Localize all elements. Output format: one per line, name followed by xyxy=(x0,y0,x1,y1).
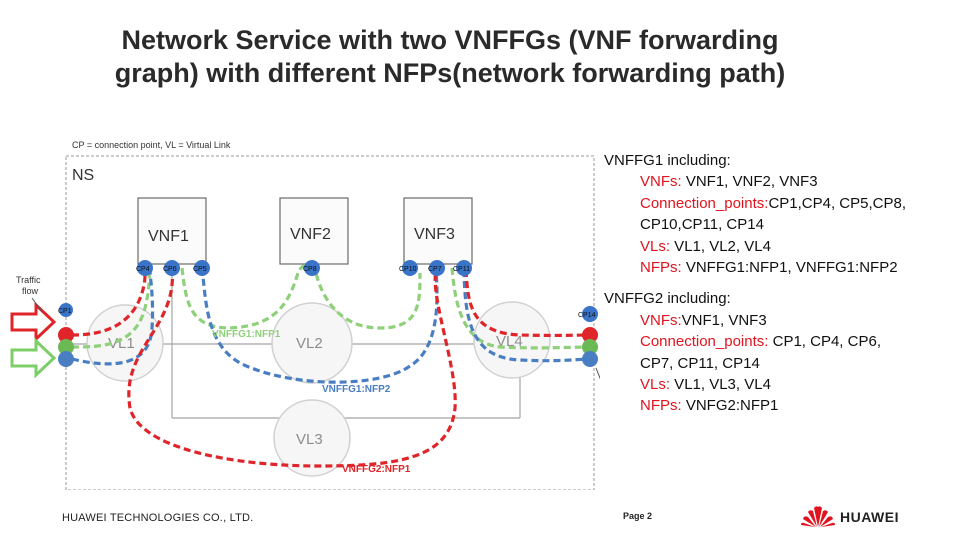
traffic-flow-pointer xyxy=(31,297,43,313)
cp7-dot xyxy=(429,260,445,276)
vl2-label: VL2 xyxy=(296,335,323,352)
vnffg2-vnfs-key: VNFs: xyxy=(640,311,682,329)
vl1-circle xyxy=(86,304,164,382)
vnffg1-vnfs-val: VNF1, VNF2, VNF3 xyxy=(681,173,818,191)
cp1-dot xyxy=(59,303,73,317)
vnffg2-cps-key: Connection_points: xyxy=(640,333,769,351)
vnffg1-cps-cont: CP10,CP11, CP14 xyxy=(640,216,764,234)
traffic-arrow-red xyxy=(10,301,57,343)
cp6-label: CP6 xyxy=(163,266,177,273)
cp10-label: CP10 xyxy=(399,266,417,273)
vnffg2-nfp1-path xyxy=(71,267,591,468)
cp11-dot xyxy=(456,260,472,276)
ns-label: NS xyxy=(72,167,94,184)
huawei-logo-icon xyxy=(801,506,835,527)
connection-points: CP4 CP6 CP5 CP8 CP10 CP7 CP11 CP1 CP14 xyxy=(58,260,598,322)
cp7-label: CP7 xyxy=(428,266,442,273)
vnffg-description-panel: VNFFG1 including: VNFs: VNF1, VNF2, VNF3… xyxy=(600,150,960,417)
vnffg1-vls-val: VL1, VL2, VL4 xyxy=(670,237,771,255)
vnffg2-nfps-val: VNFG2:NFP1 xyxy=(681,397,779,415)
vnffg2-cps: Connection_points: CP1, CP4, CP6, xyxy=(600,331,960,352)
ns-diagram: CP = connection point, VL = Virtual Link… xyxy=(10,140,600,491)
vnffg2-vls-val: VL1, VL3, VL4 xyxy=(670,376,771,394)
title-line-2: graph) with different NFPs(network forwa… xyxy=(114,58,786,88)
vnffg1-cps: Connection_points:CP1,CP4, CP5,CP8, xyxy=(600,193,960,214)
cp8-dot xyxy=(304,260,320,276)
vl1-label: VL1 xyxy=(108,335,135,352)
company-name: HUAWEI TECHNOLOGIES CO., LTD. xyxy=(62,512,254,524)
vnffg2-cps-cont: CP7, CP11, CP14 xyxy=(640,354,760,372)
traffic-flow-line-1: Traffic xyxy=(16,275,41,285)
traffic-flow-line-2: flow xyxy=(22,286,39,296)
vl3-label: VL3 xyxy=(296,431,323,448)
legend-text: CP = connection point, VL = Virtual Link xyxy=(72,140,231,150)
cp4-label: CP4 xyxy=(136,266,150,273)
nfp-label-vnffg2-nfp1: VNFFG2:NFP1 xyxy=(342,464,411,475)
vnf3-label: VNF3 xyxy=(414,226,455,243)
vnffg1-vls: VLs: VL1, VL2, VL4 xyxy=(600,236,960,257)
vnffg2-nfps-key: NFPs: xyxy=(640,397,682,415)
graph-endpoint-pointer xyxy=(595,367,600,380)
vnffg1-heading: VNFFG1 including: xyxy=(604,152,731,169)
cp14-dot xyxy=(582,306,598,322)
vnffg1-cps-key: Connection_points: xyxy=(640,194,769,212)
vnffg2-nfps: NFPs: VNFG2:NFP1 xyxy=(600,395,960,416)
vnffg1-nfp2-path xyxy=(71,267,591,384)
vnf2-label: VNF2 xyxy=(290,226,331,243)
vnffg1-vnfs-key: VNFs: xyxy=(640,173,682,191)
cp4-dot xyxy=(137,260,153,276)
page-title: Network Service with two VNFFGs (VNF for… xyxy=(0,24,900,90)
vnffg1-vnfs: VNFs: VNF1, VNF2, VNF3 xyxy=(600,171,960,192)
cp14-label: CP14 xyxy=(578,312,596,319)
vnffg2-vnfs: VNFs:VNF1, VNF3 xyxy=(600,310,960,331)
left-graph-endpoint xyxy=(58,327,74,367)
right-graph-endpoint xyxy=(582,327,598,367)
vnffg2-vnfs-val: VNF1, VNF3 xyxy=(681,311,767,329)
brand-name: HUAWEI xyxy=(840,509,899,525)
vnffg1-nfps: NFPs: VNFFG1:NFP1, VNFFG1:NFP2 xyxy=(600,257,960,278)
vl4-circle xyxy=(473,301,551,379)
cp8-label: CP8 xyxy=(303,266,317,273)
vnffg2-vls-key: VLs: xyxy=(640,376,671,394)
footer: HUAWEI TECHNOLOGIES CO., LTD. Page 2 HUA… xyxy=(0,490,960,540)
cp5-label: CP5 xyxy=(193,266,207,273)
vl2-circle xyxy=(271,302,353,384)
cp10-dot xyxy=(402,260,418,276)
nfp-label-vnffg1-nfp2: VNFFG1:NFP2 xyxy=(322,384,391,395)
page-number: Page 2 xyxy=(623,511,653,521)
vnffg1-cps-val: CP1,CP4, CP5,CP8, xyxy=(768,194,906,212)
vnffg2-vls: VLs: VL1, VL3, VL4 xyxy=(600,374,960,395)
vnf2-box xyxy=(279,197,349,265)
traffic-arrow-green xyxy=(10,337,57,379)
title-line-1: Network Service with two VNFFGs (VNF for… xyxy=(121,25,779,55)
vnffg1-vls-key: VLs: xyxy=(640,237,671,255)
vnf3-box xyxy=(403,197,473,265)
traffic-flow-label: Traffic flow xyxy=(16,275,43,296)
cp1-label: CP1 xyxy=(58,308,72,315)
vnf1-label: VNF1 xyxy=(148,228,189,245)
vnffg2-cps-val: CP1, CP4, CP6, xyxy=(768,333,881,351)
vnffg1-nfps-key: NFPs: xyxy=(640,259,682,277)
vnffg1-nfps-val: VNFFG1:NFP1, VNFFG1:NFP2 xyxy=(681,259,898,277)
cp5-dot xyxy=(194,260,210,276)
vl-circles xyxy=(86,301,551,477)
cp11-label: CP11 xyxy=(453,266,470,273)
nfp-label-vnffg1-nfp1: VNFFG1:NFP1 xyxy=(212,329,281,340)
cp6-dot xyxy=(164,260,180,276)
vl3-circle xyxy=(273,399,351,477)
vnffg2-heading: VNFFG2 including: xyxy=(604,290,731,308)
